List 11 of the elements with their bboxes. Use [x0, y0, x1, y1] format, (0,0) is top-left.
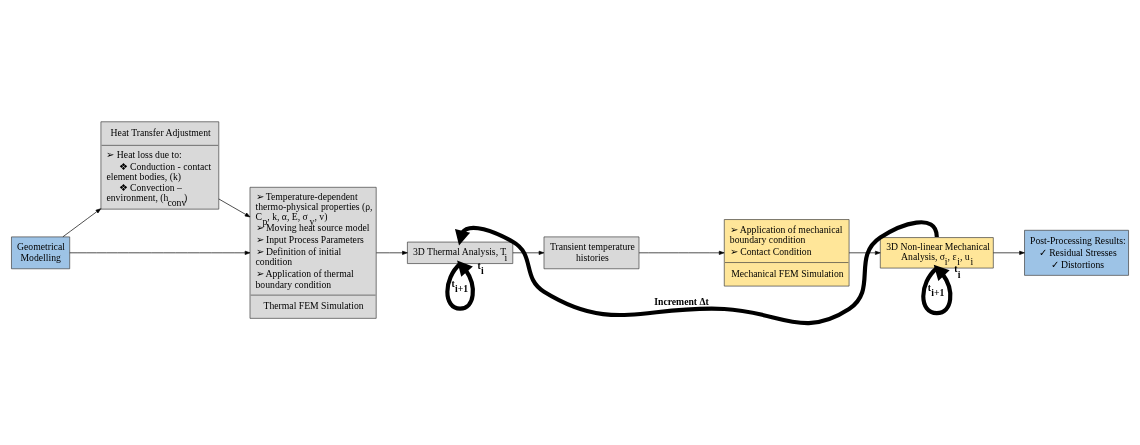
arrow: [62, 208, 102, 238]
arrow: [376, 250, 408, 255]
arrow: [218, 198, 251, 218]
arrow: [512, 250, 545, 255]
arrow: [638, 250, 725, 255]
arrow: [848, 250, 881, 255]
arrow: [445, 260, 475, 311]
arrow: [69, 250, 251, 255]
arrow: [921, 264, 953, 316]
edge-label: Increment Δt: [654, 295, 709, 307]
arrow: [993, 250, 1025, 255]
